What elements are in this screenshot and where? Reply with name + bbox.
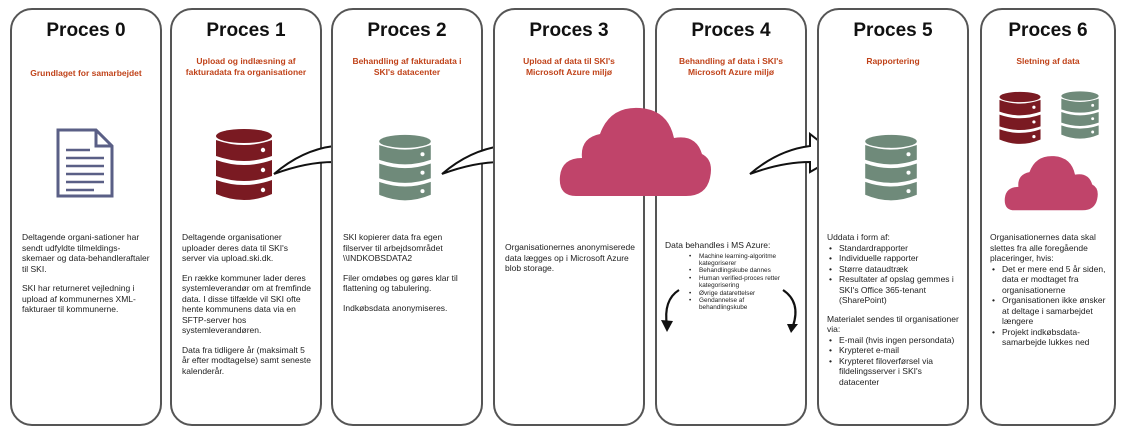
list-item: Krypteret filoverførsel via fildelingsse…	[827, 356, 961, 388]
process-title: Proces 6	[1008, 20, 1088, 41]
database-icon	[999, 91, 1041, 144]
process-body: Deltagende organisationer uploader deres…	[182, 232, 312, 385]
list-item: Standardrapporter	[827, 243, 961, 254]
list-item: Krypteret e-mail	[827, 345, 961, 356]
process-title: Proces 5	[853, 20, 933, 41]
list-item: Resultater af opslag gemmes i SKI's Offi…	[827, 274, 961, 306]
bullet-list: Det er mere end 5 år siden, data er modt…	[990, 264, 1108, 348]
list-item: Projekt indkøbsdata-samarbejde lukkes ne…	[990, 327, 1108, 348]
process-body: Organisationernes anonymiserede data læg…	[505, 242, 635, 283]
process-intro: Uddata i form af:	[827, 232, 890, 242]
process-text: SKI kopierer data fra egen filserver til…	[343, 232, 443, 263]
bullet-list: Machine learning-algoritme kategoriserer…	[687, 253, 787, 312]
process-intro: Data behandles i MS Azure:	[665, 240, 771, 250]
list-item: Gendannelse af behandlingskube	[687, 297, 787, 312]
process-body: Deltagende organi-sationer har sendt udf…	[22, 232, 152, 324]
cloud-icon	[1004, 156, 1098, 211]
process-card-3: Proces 3 Upload af data til SKI's Micros…	[493, 8, 645, 426]
process-card-0: Proces 0 Grundlaget for samarbejdet Delt…	[10, 8, 162, 426]
process-body: SKI kopierer data fra egen filserver til…	[343, 232, 473, 322]
process-text: En række kommuner lader deres systemleve…	[182, 272, 311, 336]
list-item: Behandlingskube dannes	[687, 267, 787, 275]
database-icon	[216, 129, 272, 200]
list-item: Det er mere end 5 år siden, data er modt…	[990, 264, 1108, 296]
process-title: Proces 3	[529, 20, 609, 41]
process-subtitle: Upload af data til SKI's Microsoft Azure…	[523, 56, 615, 77]
process-subtitle: Behandling af data i SKI's Microsoft Azu…	[678, 56, 784, 77]
process-subtitle: Rapportering	[866, 56, 920, 66]
process-title: Proces 2	[367, 20, 447, 41]
bullet-list: Standardrapporter Individuelle rapporter…	[827, 243, 961, 306]
process-text: Deltagende organisationer uploader deres…	[182, 232, 289, 263]
list-item: Individuelle rapporter	[827, 253, 961, 264]
process-subtitle: Behandling af fakturadata i SKI's datace…	[352, 56, 462, 77]
cloud-icon	[559, 107, 711, 196]
process-body: Data behandles i MS Azure: Machine learn…	[665, 240, 799, 312]
process-card-4: Proces 4 Behandling af data i SKI's Micr…	[655, 8, 807, 426]
cycle-arrow-icon	[782, 289, 798, 333]
process-text: Organisationernes anonymiserede data læg…	[505, 242, 635, 273]
list-item: Machine learning-algoritme kategoriserer	[687, 253, 787, 268]
list-item: Organisationen ikke ønsker at deltage i …	[990, 295, 1108, 327]
process-title: Proces 1	[206, 20, 286, 41]
process-intro: Materialet sendes til organisationer via…	[827, 313, 959, 335]
process-text: Data fra tidligere år (maksimalt 5 år ef…	[182, 344, 311, 376]
process-intro: Organisationernes data skal slettes fra …	[990, 232, 1096, 263]
process-subtitle: Grundlaget for samarbejdet	[30, 68, 142, 78]
process-text: Deltagende organi-sationer har sendt udf…	[22, 232, 150, 274]
list-item: Human verified-proces retter kategoriser…	[687, 275, 787, 290]
document-icon	[56, 128, 114, 198]
process-text: Indkøbsdata anonymiseres.	[343, 302, 448, 313]
list-item: E-mail (hvis ingen persondata)	[827, 335, 961, 346]
list-item: Øvrige datarettelser	[687, 290, 787, 298]
process-card-2: Proces 2 Behandling af fakturadata i SKI…	[331, 8, 483, 426]
process-title: Proces 0	[46, 20, 126, 41]
process-text: SKI har returneret vejledning i upload a…	[22, 283, 136, 314]
process-card-5: Proces 5 Rapportering Uddata i form af: …	[817, 8, 969, 426]
list-item: Større dataudtræk	[827, 264, 961, 275]
process-card-6: Proces 6 Sletning af data Organisationer…	[980, 8, 1116, 426]
bullet-list: E-mail (hvis ingen persondata) Krypteret…	[827, 335, 961, 388]
process-card-1: Proces 1 Upload og indlæsning af faktura…	[170, 8, 322, 426]
process-subtitle: Sletning af data	[1016, 56, 1080, 66]
process-text: Filer omdøbes og gøres klar til flatteni…	[343, 272, 458, 294]
cycle-arrow-icon	[661, 289, 680, 332]
process-title: Proces 4	[691, 20, 771, 41]
process-subtitle: Upload og indlæsning af fakturadata fra …	[185, 56, 307, 77]
database-icon	[865, 134, 917, 201]
database-icon	[1061, 91, 1099, 139]
process-body: Uddata i form af: Standardrapporter Indi…	[827, 232, 961, 387]
database-icon	[379, 134, 431, 201]
process-body: Organisationernes data skal slettes fra …	[990, 232, 1108, 348]
